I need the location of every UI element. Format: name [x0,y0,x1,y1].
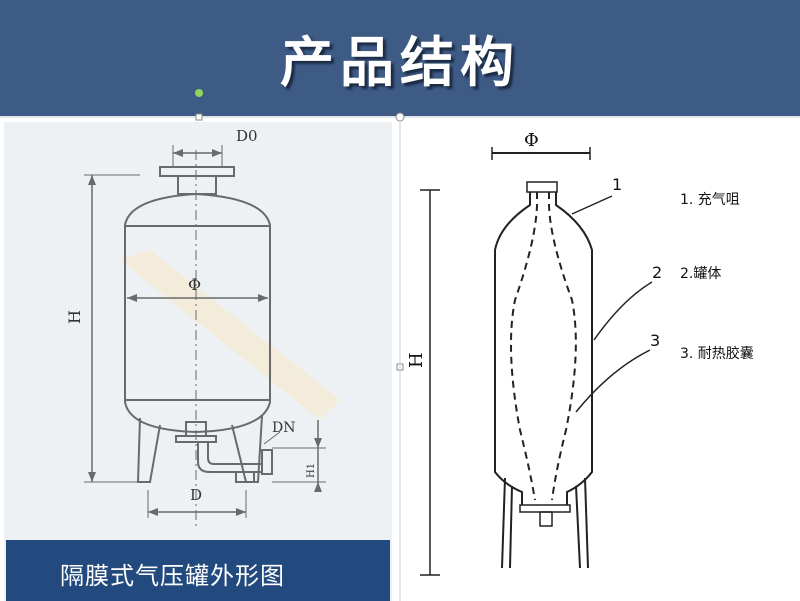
label-d: D [190,486,202,504]
callout-3: 3 [650,331,660,350]
caption-bar [6,540,390,601]
title-banner: 产品结构 [0,0,800,118]
callout-2: 2 [652,263,662,282]
legend-item-3: 3. 耐热胶囊 [680,345,754,362]
label-dn: DN [272,420,295,436]
left-dimension-arrows [88,149,322,516]
legend-item-1: 1. 充气咀 [680,192,740,208]
label-phi-right: Φ [524,130,539,151]
callout-1: 1 [612,175,622,194]
figure-caption: 隔膜式气压罐外形图 [60,562,285,590]
resize-handle-corner[interactable] [395,112,405,122]
right-tank-drawing [420,147,653,576]
label-d0: D0 [236,127,258,145]
left-figure-panel [4,122,392,601]
watermark-shape [120,250,340,420]
rotate-handle[interactable] [195,89,203,97]
label-h1: H1 [306,463,317,478]
page-title: 产品结构 [280,31,520,94]
label-h-left: H [65,310,84,324]
label-h-right: H [406,352,427,368]
label-phi-left: Φ [188,275,201,294]
left-tank-drawing [84,145,340,530]
resize-handle-top[interactable] [195,113,203,121]
legend-item-2: 2.罐体 [680,266,721,282]
